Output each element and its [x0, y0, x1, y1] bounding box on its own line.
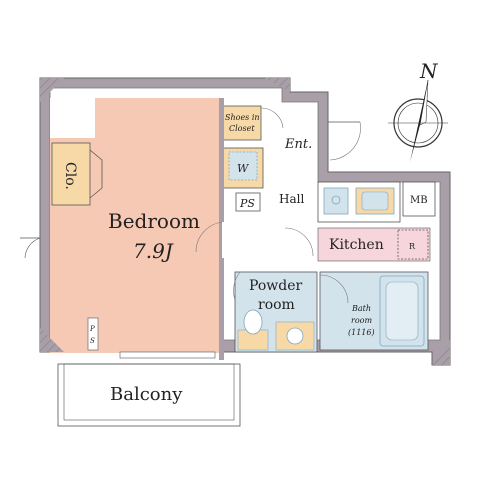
hall-door-swing — [284, 227, 314, 257]
washer-label: W — [237, 162, 250, 175]
balcony-label: Balcony — [110, 384, 183, 405]
ps-upper-label: PS — [239, 197, 255, 210]
bedroom-floor-left — [50, 98, 95, 138]
hatch-details — [40, 78, 450, 365]
ps-lower-box — [87, 317, 99, 351]
shoes-closet-line1: Shoes in — [225, 113, 260, 122]
bath-room-line1: Bath — [351, 304, 371, 313]
bedroom-size: 7.9J — [133, 239, 174, 263]
sink-basin — [361, 191, 389, 211]
washer — [228, 151, 258, 181]
hatch-top-right — [265, 78, 290, 92]
interior — [20, 87, 441, 360]
hall-label: Hall — [279, 192, 304, 206]
bedroom-floor-lower — [50, 210, 223, 353]
balcony-outline — [57, 363, 241, 427]
stove-burner — [331, 195, 341, 205]
bath-room-line2: room — [351, 316, 372, 325]
closet-door — [89, 149, 103, 199]
hatch-bottom-left — [40, 328, 64, 352]
north-label: N — [419, 59, 439, 83]
refrigerator-label: R — [409, 242, 416, 251]
toilet — [243, 309, 263, 335]
balcony-inner — [63, 363, 235, 421]
washbasin — [286, 327, 304, 345]
entrance-door-swing — [329, 121, 361, 161]
bath-door-swing — [319, 274, 349, 304]
hatch-top-left — [40, 78, 64, 102]
powder-room-line2: room — [258, 297, 295, 313]
balcony-window — [119, 351, 216, 359]
entrance-label: Ent. — [284, 137, 312, 152]
compass-needle-light — [419, 79, 429, 126]
compass — [388, 79, 448, 162]
mb-label: MB — [410, 195, 428, 206]
closet-label: Clo. — [62, 162, 78, 190]
compass-needle — [410, 80, 428, 162]
refrigerator — [397, 229, 429, 260]
shoes-closet — [222, 105, 262, 141]
ps-upper-box — [235, 192, 261, 212]
labels: N Bedroom 7.9J Clo. Shoes in Closet Ent.… — [62, 59, 439, 405]
bedroom-hall-wall — [219, 98, 224, 360]
bedroom-name: Bedroom — [108, 209, 200, 233]
closet — [51, 142, 91, 206]
balcony — [57, 363, 241, 427]
shoes-closet-line2: Closet — [229, 124, 255, 133]
ps-lower-line2: S — [90, 337, 95, 345]
bath-room-line3: (1116) — [348, 328, 375, 337]
ps-lower-line1: P — [89, 325, 95, 333]
bedroom-door-swing — [195, 221, 225, 253]
hatch-bottom-right — [432, 340, 450, 365]
left-door-swing — [24, 237, 41, 259]
mb-box — [402, 181, 436, 217]
bathtub-basin — [385, 281, 419, 341]
stove — [323, 187, 349, 215]
kitchen-label: Kitchen — [329, 237, 384, 253]
shoes-closet-swing — [260, 107, 284, 129]
powder-room-line1: Powder — [249, 278, 303, 294]
